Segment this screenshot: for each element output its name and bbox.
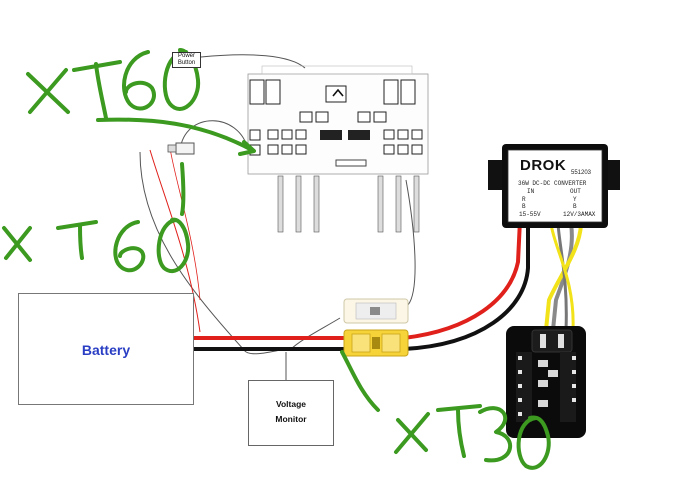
converter-red-wire [403,219,522,340]
power-button-label: Power Button [177,53,196,66]
converter-spec-in: 15-55V [519,211,541,218]
converter-out-b: B [573,203,577,210]
battery-box: Battery [18,293,194,405]
handwritten-xt60-top [26,48,256,156]
converter-brand: DROK [520,157,567,174]
voltage-monitor-line2: Monitor [275,414,307,424]
converter-model: 551203 [571,170,592,176]
converter-title-line: 36W DC-DC CONVERTER [518,180,587,187]
thin-red-wire [149,149,201,333]
power-button-box: Power Button [172,52,201,68]
inline-connector [175,142,195,155]
xt30-connector [343,329,409,357]
inline-connector-tip [167,144,177,153]
converter-spec-out: 12V/3AMAX [563,211,596,218]
drok-converter [488,144,620,228]
board-output-pins [277,175,420,233]
converter-black-wire [403,220,530,351]
controller-board [247,65,429,175]
voltage-monitor-line1: Voltage [275,399,307,409]
converter-in-r: R [522,196,526,203]
voltage-monitor-box: Voltage Monitor [248,380,334,446]
voltage-monitor-label: Voltage Monitor [249,397,333,427]
converter-out-y: Y [573,196,577,203]
output-yellow-wire-2 [549,223,575,331]
xt60-connector-top [343,298,409,324]
thin-red-wire-2 [169,147,201,301]
handwritten-xt60-middle [2,162,191,273]
converter-in-b: B [522,203,526,210]
fuse-box [506,326,586,438]
converter-out-label: OUT [570,188,581,195]
handwritten-xt30-bottom [340,350,551,470]
battery-label: Battery [81,342,131,358]
converter-in-label: IN [527,188,535,195]
output-yellow-wire [544,223,583,331]
signal-wires [139,54,416,380]
